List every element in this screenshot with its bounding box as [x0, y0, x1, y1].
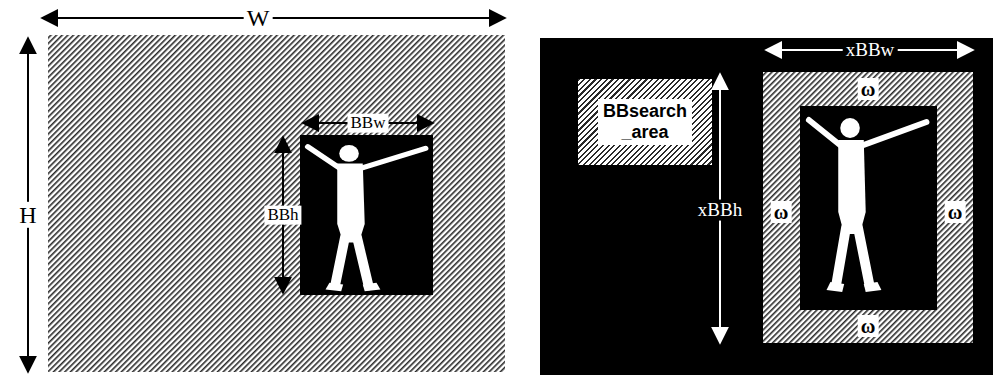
- search-area-box: BBsearch _area: [578, 79, 712, 165]
- box-label: BBsearch _area: [598, 99, 692, 144]
- dimension-label: ω: [858, 315, 879, 337]
- width-arrow: [42, 17, 505, 19]
- bounding-box: [300, 135, 433, 295]
- dimension-label: ω: [771, 201, 792, 223]
- extended-box: [763, 72, 973, 343]
- silhouette: [308, 145, 426, 291]
- bounding-box: [800, 106, 937, 310]
- frame-area: [48, 35, 505, 372]
- dimension-label: xBBh: [695, 200, 745, 221]
- dimension-label: xBBw: [843, 40, 898, 61]
- silhouette: [809, 118, 927, 292]
- dimension-label: H: [16, 202, 39, 228]
- dimension-label: ω: [858, 78, 879, 100]
- dimension-label: BBw: [348, 114, 389, 133]
- dimension-label: ω: [945, 201, 966, 223]
- dimension-label: BBh: [264, 206, 301, 225]
- dimension-label: W: [244, 5, 273, 31]
- mask-background: [540, 38, 993, 375]
